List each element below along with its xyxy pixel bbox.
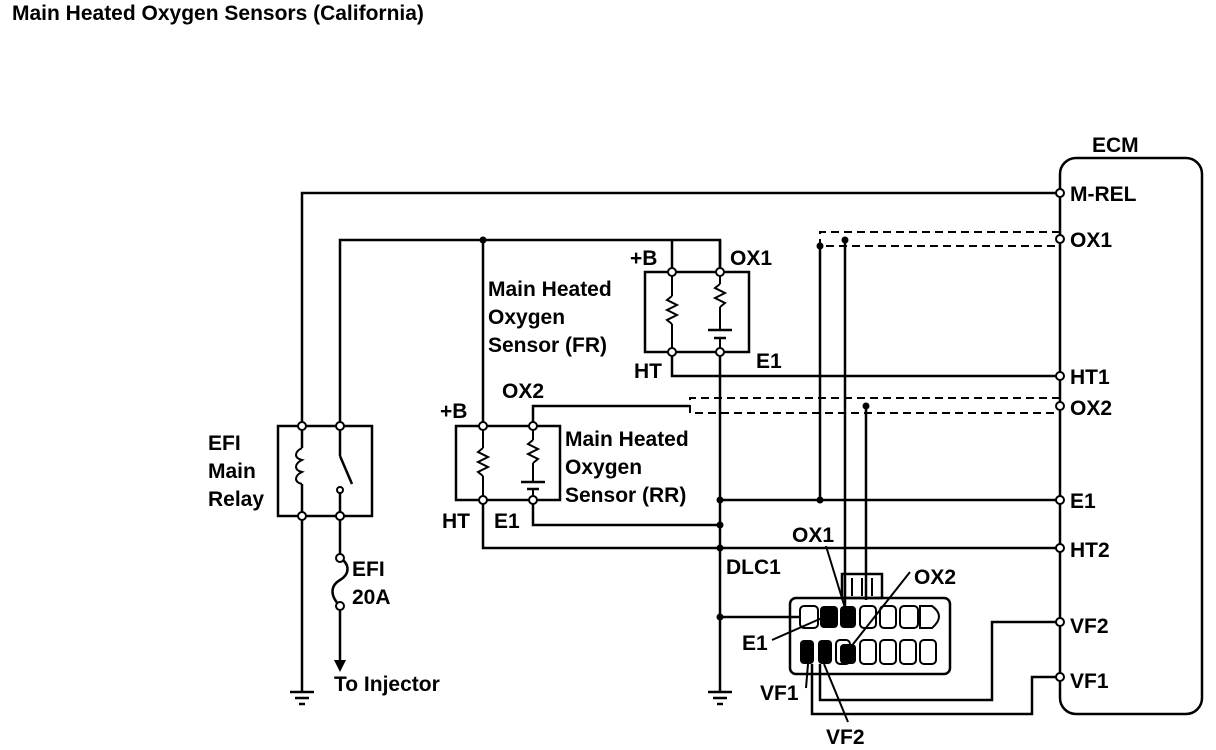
ecm-pin-circles (1055, 188, 1065, 682)
relay-label-line1: EFI (208, 432, 241, 455)
sensor-rr-ox: OX2 (502, 380, 544, 403)
efi-main-relay (276, 421, 374, 521)
dlc-e1: E1 (742, 632, 768, 655)
sensor-fr-label-line3: Sensor (FR) (488, 334, 607, 357)
shielded-lines (689, 231, 1060, 414)
diagram-title: Main Heated Oxygen Sensors (California) (12, 2, 424, 25)
sensor-rr-label-line1: Main Heated (565, 428, 689, 451)
sensor-fr-label-line2: Oxygen (488, 306, 565, 329)
sensor-fr-e1: E1 (756, 350, 782, 373)
ecm-pin-vf1: VF1 (1070, 670, 1109, 693)
sensor-rr-b: +B (440, 400, 467, 423)
ecm-pin-ht2: HT2 (1070, 539, 1110, 562)
junction-dots (479, 236, 870, 621)
efi-fuse (331, 553, 349, 611)
relay-label-line3: Relay (208, 488, 264, 511)
ecm-pin-ht1: HT1 (1070, 366, 1110, 389)
relay-label-line2: Main (208, 460, 256, 483)
ground-relay (290, 690, 314, 706)
ecm-pin-ox1: OX1 (1070, 229, 1112, 252)
dlc-ox1: OX1 (792, 524, 834, 547)
ecm-pin-vf2: VF2 (1070, 615, 1109, 638)
wires (300, 191, 1060, 716)
sensor-fr (643, 267, 751, 357)
injector-label: To Injector (334, 673, 440, 696)
ecm-pin-ox2: OX2 (1070, 397, 1112, 420)
sensor-rr-ht: HT (442, 510, 470, 533)
ground-dlc (708, 690, 732, 706)
dlc-vf2: VF2 (826, 726, 865, 749)
sensor-fr-ox: OX1 (730, 247, 772, 270)
dlc-label: DLC1 (726, 556, 781, 579)
sensor-fr-label-line1: Main Heated (488, 278, 612, 301)
dlc-vf1: VF1 (760, 682, 799, 705)
sensor-rr (454, 421, 562, 505)
ecm-pin-m-rel: M-REL (1070, 183, 1137, 206)
sensor-rr-label-line2: Oxygen (565, 456, 642, 479)
dlc-ox2: OX2 (914, 566, 956, 589)
fuse-label-line2: 20A (352, 586, 391, 609)
ecm-block: ECM M-REL OX1 HT1 OX2 E1 HT2 VF2 VF1 (1058, 134, 1204, 716)
sensor-rr-label-line3: Sensor (RR) (565, 484, 686, 507)
sensor-fr-b: +B (630, 247, 657, 270)
ecm-pin-e1: E1 (1070, 490, 1096, 513)
injector-arrow (334, 660, 346, 672)
sensor-fr-ht: HT (634, 360, 662, 383)
ecm-label: ECM (1092, 134, 1139, 157)
fuse-label-line1: EFI (352, 558, 385, 581)
sensor-rr-e1: E1 (494, 510, 520, 533)
dlc1-connector (771, 545, 952, 723)
